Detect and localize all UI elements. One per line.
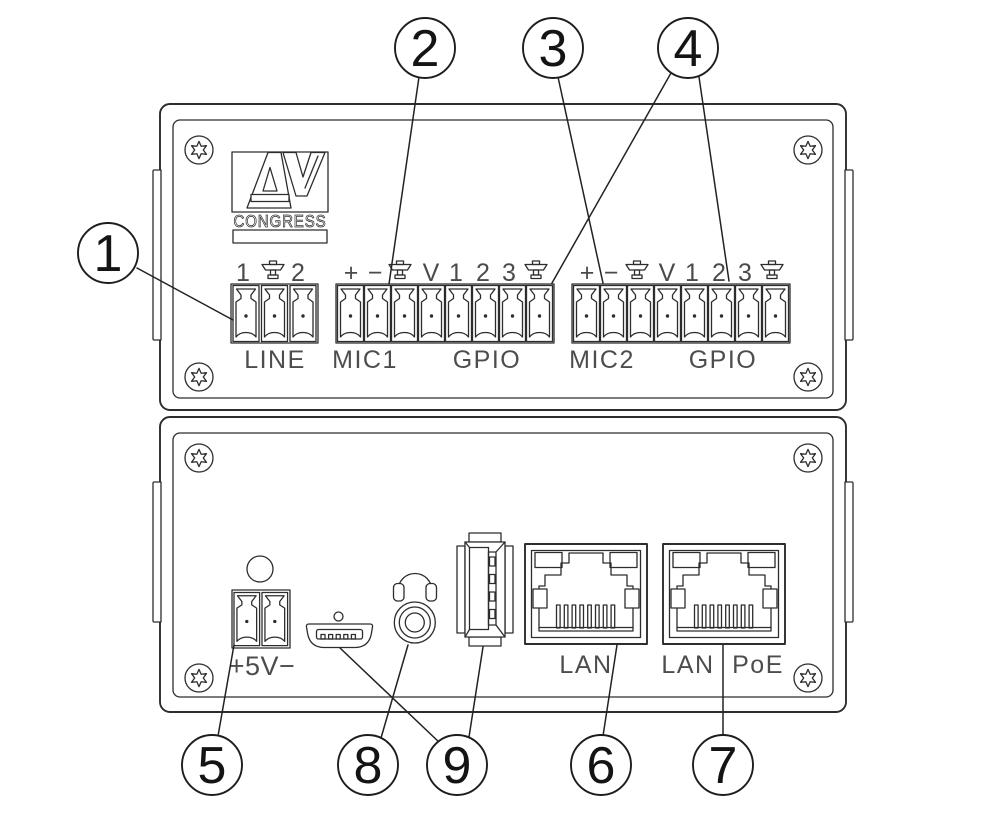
callout-4: 4 <box>551 17 730 284</box>
lan-label: LAN <box>559 651 612 679</box>
callout-number-1: 1 <box>94 225 123 283</box>
line-pin-label-2: 2 <box>291 259 305 287</box>
lan-poe-label-poe: PoE <box>732 651 784 679</box>
power-led-icon <box>246 555 274 583</box>
audio-jack <box>392 572 438 644</box>
callout-9: 9 <box>339 646 488 796</box>
power-terminal: +5V− <box>229 555 296 681</box>
mic2-pin-minus: − <box>604 259 619 287</box>
gpio1-pin-3: 3 <box>502 259 516 287</box>
top-panel-inner-frame <box>172 119 834 399</box>
logo-brand-text: CONGRESS <box>234 211 327 231</box>
headphones-pad-left <box>392 582 405 602</box>
top-panel-right-tab <box>844 169 854 341</box>
line-terminal-block: 1 2 LINE <box>230 259 319 374</box>
gpio-label-2: GPIO <box>689 346 758 374</box>
mic1-gpio-terminal-block: + − V 1 2 3 MIC1 GPIO <box>332 259 555 374</box>
callout-number-6: 6 <box>587 737 616 795</box>
usb-led-icon <box>333 611 344 622</box>
gpio1-pin-2: 2 <box>476 259 490 287</box>
callout-number-8: 8 <box>354 737 383 795</box>
bottom-panel-left-tab <box>152 481 162 623</box>
headphones-pad-right <box>425 582 438 602</box>
gpio2-pin-2: 2 <box>712 259 726 287</box>
callout-1: 1 <box>77 222 234 321</box>
mic2-label: MIC2 <box>569 346 635 374</box>
callout-number-7: 7 <box>709 737 738 795</box>
lan-port: LAN <box>524 543 648 679</box>
line-pin-label-1: 1 <box>236 259 250 287</box>
callout-2: 2 <box>388 17 456 285</box>
power-label: +5V− <box>229 651 296 681</box>
lan-poe-port: LAN PoE <box>661 543 786 679</box>
gpio2-pin-v: V <box>659 259 676 287</box>
callout-8: 8 <box>337 644 409 796</box>
mic1-label: MIC1 <box>332 346 398 374</box>
mic1-pin-plus: + <box>344 259 359 287</box>
lan-poe-label-lan: LAN <box>661 651 714 679</box>
callout-3: 3 <box>522 17 604 284</box>
bottom-panel: +5V− <box>152 416 854 713</box>
callout-7: 7 <box>692 644 754 796</box>
gpio-label-1: GPIO <box>453 346 522 374</box>
logo-underline-bar <box>232 229 328 244</box>
callout-number-5: 5 <box>198 737 227 795</box>
callouts: 1 2 3 4 5 8 <box>77 17 754 796</box>
mic2-gpio-terminal-block: + − V 1 2 3 MIC2 GPIO <box>569 259 791 374</box>
callout-6: 6 <box>570 644 632 796</box>
callout-number-3: 3 <box>539 20 568 78</box>
callout-number-9: 9 <box>443 737 472 795</box>
gpio2-pin-1: 1 <box>685 259 699 287</box>
bottom-panel-inner-frame <box>172 432 834 698</box>
mic2-pin-plus: + <box>580 259 595 287</box>
gpio2-pin-3: 3 <box>738 259 752 287</box>
line-label: LINE <box>244 346 306 374</box>
usb-a-port <box>456 532 514 647</box>
brand-logo: CONGRESS <box>231 151 329 244</box>
micro-usb-port <box>305 611 374 649</box>
callout-number-2: 2 <box>411 20 440 78</box>
callout-number-4: 4 <box>674 20 703 78</box>
mic1-pin-minus: − <box>368 259 383 287</box>
bottom-panel-right-tab <box>844 481 854 623</box>
top-panel-left-tab <box>152 169 162 341</box>
gpio1-pin-v: V <box>423 259 440 287</box>
gpio1-pin-1: 1 <box>449 259 463 287</box>
callout-5: 5 <box>181 644 243 796</box>
logo-monogram <box>246 151 326 209</box>
top-panel: CONGRESS 1 2 LINE + − V 1 2 3 <box>152 103 854 411</box>
